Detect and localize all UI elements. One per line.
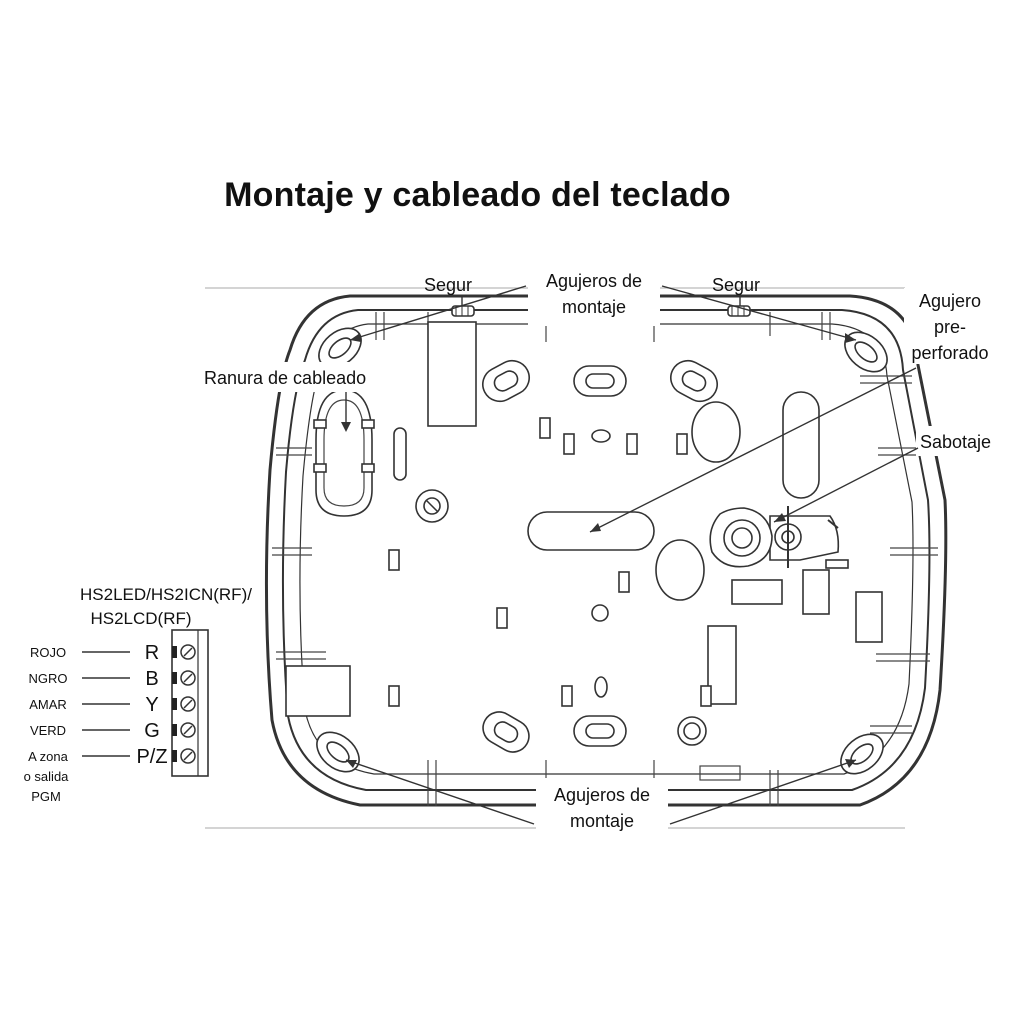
label-mount-top-1: Agujeros de [546,271,642,291]
label-segur-right: Segur [712,275,760,295]
mount-top-label-bg [528,268,660,326]
diagram-title: Montaje y cableado del teclado [224,176,731,214]
tamper-label-bg [916,426,1016,456]
wire-rows: ROJO R NGRO B AMAR Y VERD G A zona P/Z [28,642,196,768]
model-line-2: HS2LCD(RF) [90,609,191,628]
leader-lines [345,285,919,825]
screw-slot-mark [183,647,193,657]
label-hole-2: pre- [934,317,966,337]
terminal-contact [172,750,177,762]
label-hole-3: perforado [911,343,988,363]
label-tamper: Sabotaje [920,432,991,452]
wire-color-label: A zona [28,749,69,764]
label-mount-top-2: montaje [562,297,626,317]
terminal-label: Y [145,694,158,716]
edge-ribs [272,312,938,806]
model-line-1: HS2LED/HS2ICN(RF)/ [80,585,252,604]
label-wiring-slot: Ranura de cableado [204,368,366,388]
label-segur-left: Segur [424,275,472,295]
wire-row: NGRO B [29,668,196,690]
terminal-contact [172,698,177,710]
pgm-note-line-1: o salida [24,769,70,784]
screw-slot-mark [183,725,193,735]
wire-row: ROJO R [30,642,196,664]
label-hole-1: Agujero [919,291,981,311]
tamper-switch [709,506,849,569]
terminal-contact [172,724,177,736]
wiring-slot [313,389,375,517]
screw-slot-mark [183,699,193,709]
terminal-label: R [145,642,159,664]
terminal-label: B [145,668,158,690]
label-mount-bottom-1: Agujeros de [554,785,650,805]
wire-row: VERD G [30,720,196,742]
wire-color-label: ROJO [30,645,66,660]
label-mount-bottom-2: montaje [570,811,634,831]
pgm-note-line-2: PGM [31,789,61,804]
terminal-label: P/Z [136,746,167,768]
terminal-contact [172,646,177,658]
terminal-label: G [144,720,160,742]
wire-color-label: VERD [30,723,66,738]
wiring-slot-label-bg [200,362,412,392]
wire-color-label: AMAR [29,697,67,712]
screw-slot-mark [183,673,193,683]
screw-slot-mark [183,751,193,761]
hole-label-bg [904,288,998,364]
arrowheads [341,333,856,768]
corner-mount-hole-tr [844,331,888,373]
wire-color-label: NGRO [29,671,68,686]
terminal-contact [172,672,177,684]
corner-mount-hole-bl [316,731,360,773]
bottom-mount-slots [482,711,707,753]
wire-row: AMAR Y [29,694,196,716]
top-mount-slots [482,359,718,403]
wire-row: A zona P/Z [28,746,196,768]
internal-features [285,321,883,717]
mount-bottom-label-bg [536,778,668,836]
